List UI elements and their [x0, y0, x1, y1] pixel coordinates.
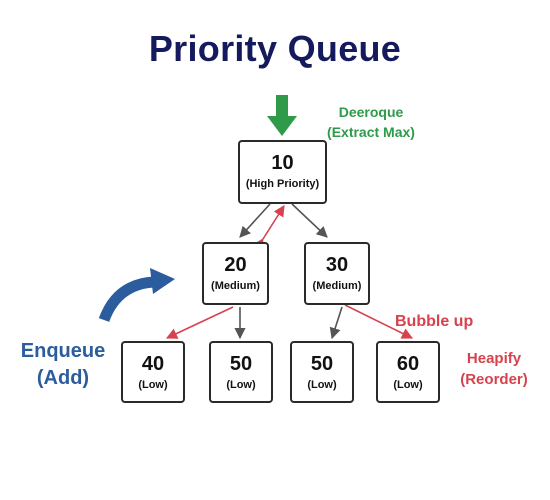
- dequeue-caption-line1: Deeroque: [338, 104, 404, 120]
- node-value: 40: [141, 353, 165, 375]
- swap-arrow-root-left: [252, 205, 285, 251]
- heapify-caption-line1: Heapify: [466, 350, 522, 367]
- bubble-up-caption: Bubble up: [395, 313, 474, 330]
- node-label: (Low): [138, 379, 168, 391]
- enqueue-arrow-icon: [98, 268, 175, 323]
- enqueue-caption-line1: Enqueue: [20, 340, 106, 362]
- node-root: 10 (High Priority): [238, 140, 327, 204]
- edge-root-left: [239, 203, 271, 238]
- node-value: 60: [396, 353, 420, 375]
- node-leaf-2: 50 (Low): [209, 341, 273, 403]
- node-leaf-4: 60 (Low): [376, 341, 440, 403]
- node-label: (Low): [393, 379, 423, 391]
- dequeue-arrow-icon: [267, 95, 297, 136]
- node-value: 50: [310, 353, 334, 375]
- heapify-caption: Heapify (Reorder): [448, 348, 540, 390]
- dequeue-caption: Deeroque (Extract Max): [312, 102, 430, 142]
- edge-right-leaf3: [329, 306, 343, 340]
- node-label: (High Priority): [245, 178, 320, 190]
- edge-root-right: [291, 203, 328, 238]
- enqueue-caption-line2: (Add): [36, 367, 90, 389]
- node-value: 20: [224, 254, 247, 276]
- node-leaf-1: 40 (Low): [121, 341, 185, 403]
- node-label: (Medium): [211, 280, 260, 292]
- node-label: (Low): [226, 379, 256, 391]
- node-label: (Medium): [312, 280, 362, 292]
- edge-left-leaf1: [165, 306, 234, 339]
- node-value: 30: [325, 254, 349, 276]
- dequeue-caption-line2: (Extract Max): [327, 124, 415, 140]
- bubble-up-arrow: [344, 304, 414, 339]
- node-leaf-3: 50 (Low): [290, 341, 354, 403]
- enqueue-caption: Enqueue (Add): [8, 338, 118, 392]
- node-value: 50: [229, 353, 253, 375]
- node-right: 30 (Medium): [304, 242, 370, 305]
- page-title: Priority Queue: [148, 28, 402, 69]
- heapify-caption-line2: (Reorder): [460, 371, 528, 388]
- node-label: (Low): [307, 379, 337, 391]
- node-left: 20 (Medium): [202, 242, 269, 305]
- node-value: 10: [271, 152, 294, 174]
